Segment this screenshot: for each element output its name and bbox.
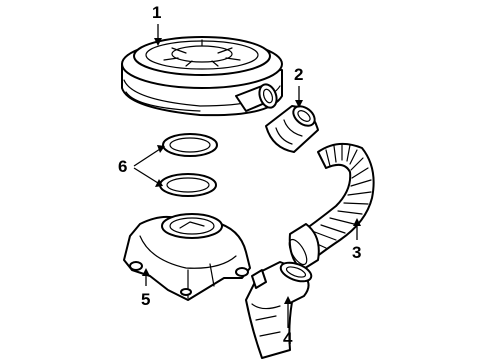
air-cleaner-base-icon [123, 213, 251, 301]
corrugated-intake-hose-icon [288, 142, 375, 271]
callout-5: 5 [141, 290, 151, 309]
leader-line-1 [154, 24, 162, 46]
gasket-ring-icon [162, 133, 218, 157]
callout-3: 3 [352, 243, 362, 262]
leader-line-3 [353, 218, 361, 240]
air-inlet-duct-icon [245, 261, 313, 359]
air-cleaner-housing-icon [121, 36, 283, 117]
leader-line-5 [142, 268, 150, 286]
leader-line-6 [133, 145, 165, 187]
callout-4: 4 [283, 329, 293, 348]
duct-coupler-icon [265, 105, 319, 153]
callout-6: 6 [118, 157, 128, 176]
gasket-ring-icon [159, 173, 217, 197]
leader-line-2 [295, 86, 303, 108]
callout-2: 2 [294, 65, 304, 84]
callout-1: 1 [152, 3, 162, 22]
leader-line-4 [284, 296, 292, 328]
